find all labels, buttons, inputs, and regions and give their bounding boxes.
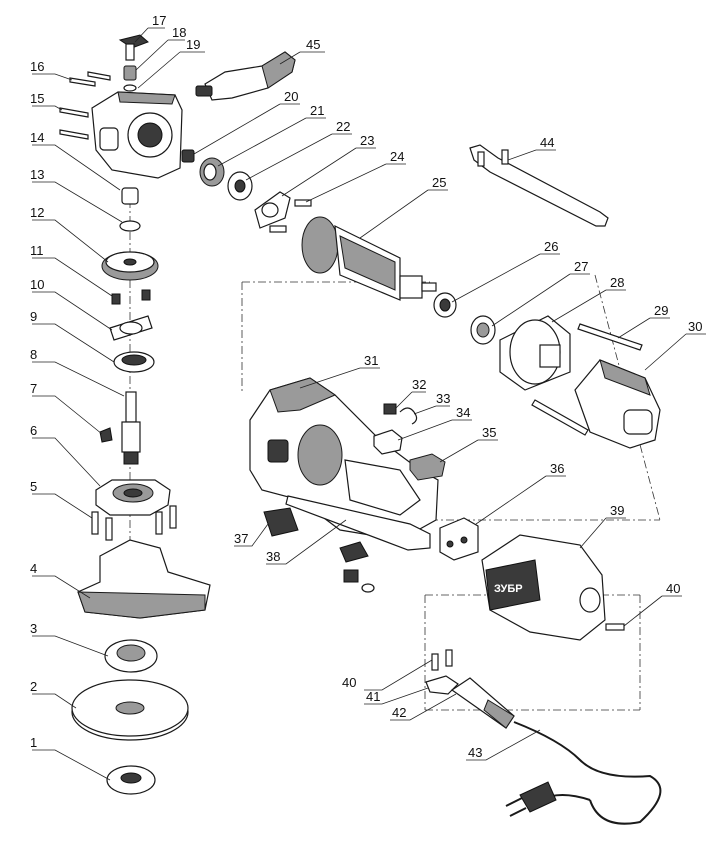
part-29-long-screws [531,323,643,436]
part-13-bushing [121,187,139,205]
label-part-41: 41 [366,689,380,704]
label-part-13: 13 [30,167,44,182]
part-12-ring [119,220,141,232]
part-3-inner-flange [104,639,158,673]
part-30-stator [574,359,661,449]
part-33-spring [399,407,418,425]
part-44-spanner-wrench [469,144,609,227]
label-part-9: 9 [30,309,37,324]
label-part-35: 35 [482,425,496,440]
label-part-37: 37 [234,531,248,546]
part-42-cord-protector [450,677,515,729]
label-part-44: 44 [540,135,554,150]
part-40-screw-right [605,623,625,631]
label-part-10: 10 [30,277,44,292]
label-part-22: 22 [336,119,350,134]
part-15-screws [59,107,89,140]
part-31-motor-housing [249,377,439,541]
part-37-switch-slider [263,507,299,537]
part-24-screws [269,199,312,233]
part-6-bearing-flange [95,479,171,516]
label-part-5: 5 [30,479,37,494]
part-14-gear-housing [91,91,183,179]
label-part-2: 2 [30,679,37,694]
part-39-rear-cover: ЗУБР [481,534,606,641]
label-part-27: 27 [574,259,588,274]
label-part-8: 8 [30,347,37,362]
part-34-brush-holder-block [373,429,403,455]
part-16-screws [69,71,111,87]
part-2-grinding-disc [71,679,189,741]
part-4-wheel-guard [77,539,211,619]
part-labels: 17 18 19 16 15 14 13 12 11 10 9 8 7 6 5 … [30,13,702,760]
label-part-23: 23 [360,133,374,148]
label-part-12: 12 [30,205,44,220]
brand-logo: ЗУБР [494,583,523,595]
label-part-26: 26 [544,239,558,254]
part-22-bearing [227,171,253,201]
label-part-21: 21 [310,103,324,118]
label-part-14: 14 [30,130,44,145]
label-part-30: 30 [688,319,702,334]
label-part-16: 16 [30,59,44,74]
label-part-42: 42 [392,705,406,720]
part-32-brush-holder [383,403,397,415]
part-26-bearing [433,292,457,318]
label-part-39: 39 [610,503,624,518]
label-part-34: 34 [456,405,470,420]
part-27-bearing-sleeve [470,315,496,345]
label-part-25: 25 [432,175,446,190]
label-part-40-right: 40 [666,581,680,596]
label-part-40-bottom: 40 [342,675,356,690]
label-part-20: 20 [284,89,298,104]
leader-lines [32,27,706,781]
part-1-clamp-nut [106,765,156,795]
label-part-15: 15 [30,91,44,106]
label-part-11: 11 [30,243,44,258]
part-43-power-cord [505,721,662,825]
part-9-bearing [113,351,155,373]
label-part-6: 6 [30,423,37,438]
part-11-bevel-gear [101,251,159,281]
part-8-spindle [121,391,141,465]
part-10-bearing-plate [109,315,153,341]
part-19-ring [123,84,137,92]
label-part-4: 4 [30,561,37,576]
part-20-nut [181,149,195,163]
part-23-bearing-cover [254,191,291,229]
label-part-45: 45 [306,37,320,52]
label-part-7: 7 [30,381,37,396]
part-35-capacitor [409,453,446,481]
part-7-key [99,427,113,443]
part-17-lock-button [118,34,149,61]
label-part-28: 28 [610,275,624,290]
part-36-switch [439,517,479,561]
part-25-armature [301,216,437,301]
label-part-3: 3 [30,621,37,636]
label-part-29: 29 [654,303,668,318]
label-part-31: 31 [364,353,378,368]
part-40-screws-bottom [431,649,453,671]
label-part-32: 32 [412,377,426,392]
label-part-38: 38 [266,549,280,564]
label-part-1: 1 [30,735,37,750]
part-38-switch-rod [285,495,431,593]
label-part-33: 33 [436,391,450,406]
label-part-18: 18 [172,25,186,40]
label-part-17: 17 [152,13,166,28]
part-21-pinion [199,157,225,187]
part-11-screws [111,289,151,305]
part-5-screws [91,505,177,541]
label-part-24: 24 [390,149,404,164]
part-45-side-handle [195,51,296,101]
label-part-36: 36 [550,461,564,476]
label-part-43: 43 [468,745,482,760]
part-18-spring [123,65,137,81]
part-28-fan-baffle [499,315,571,391]
label-part-19: 19 [186,37,200,52]
